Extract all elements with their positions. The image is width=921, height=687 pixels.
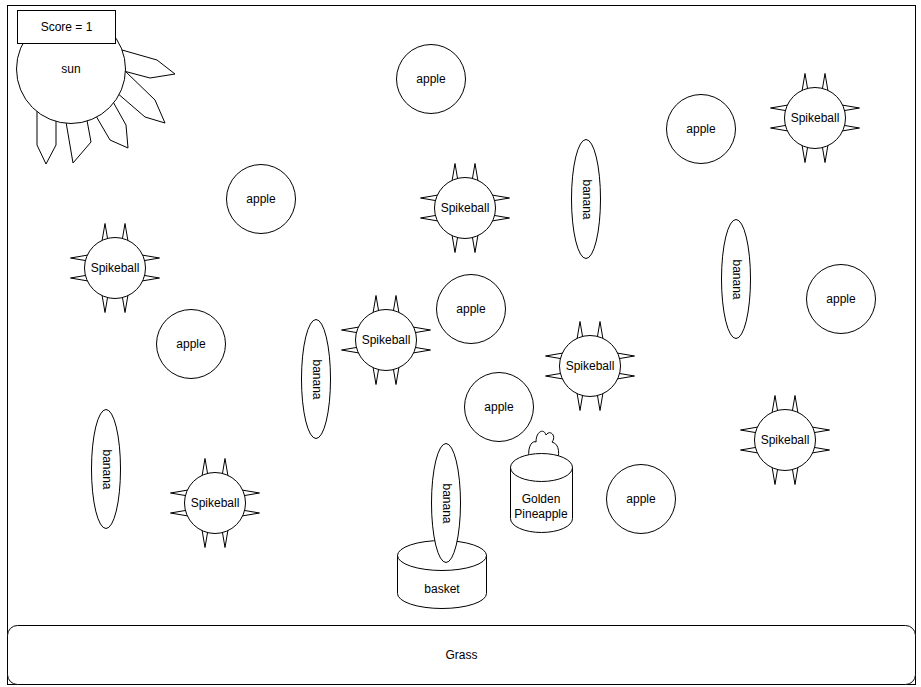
banana: banana: [301, 319, 331, 439]
scene-frame: [8, 6, 916, 685]
text-holder: banana: [91, 409, 121, 529]
banana-label: banana: [579, 179, 594, 219]
circle-border: [607, 465, 676, 534]
circle-border: [807, 265, 876, 334]
text-holder: apple: [806, 264, 876, 334]
circle-border: [227, 165, 296, 234]
text-holder: Golden Pineapple: [510, 453, 573, 533]
ellipse-border: [92, 410, 121, 529]
apple: apple: [606, 464, 676, 534]
spikeball-label: Spikeball: [191, 496, 240, 511]
apple: apple: [666, 94, 736, 164]
apple: apple: [226, 164, 296, 234]
text-holder: banana: [431, 443, 461, 563]
spikeball: Spikeball: [754, 409, 816, 471]
apple-label: apple: [416, 72, 445, 87]
apple: apple: [156, 309, 226, 379]
banana: banana: [431, 443, 461, 563]
ellipse-border: [722, 220, 751, 339]
spikeball-label: Spikeball: [441, 201, 490, 216]
grass: Grass: [7, 625, 916, 685]
circle-border: [437, 275, 506, 344]
apple-label: apple: [826, 292, 855, 307]
spikeball-label: Spikeball: [91, 261, 140, 276]
banana: banana: [721, 219, 751, 339]
banana-label: banana: [729, 259, 744, 299]
text-holder: apple: [396, 44, 466, 114]
golden-pineapple-label: Golden Pineapple: [514, 492, 567, 522]
circle-border: [667, 95, 736, 164]
circle-border: [435, 178, 496, 239]
circle-border: [465, 373, 534, 442]
banana: banana: [91, 409, 121, 529]
text-holder: Spikeball: [434, 177, 496, 239]
banana-label: banana: [99, 449, 114, 489]
spikeball: Spikeball: [559, 335, 621, 397]
text-holder: Spikeball: [754, 409, 816, 471]
circle-border: [755, 410, 816, 471]
text-holder: Spikeball: [559, 335, 621, 397]
banana: banana: [571, 139, 601, 259]
text-holder: Spikeball: [784, 87, 846, 149]
text-holder: banana: [571, 139, 601, 259]
circle-border: [17, 15, 126, 124]
apple-label: apple: [484, 400, 513, 415]
spikeball: Spikeball: [355, 309, 417, 371]
text-holder: apple: [666, 94, 736, 164]
apple: apple: [396, 44, 466, 114]
score-box: Score = 1: [17, 10, 116, 44]
circle-border: [560, 336, 621, 397]
apple-label: apple: [246, 192, 275, 207]
cylinder-top: [398, 541, 487, 571]
sun-label: sun: [61, 62, 80, 77]
text-holder: banana: [721, 219, 751, 339]
golden-pineapple: Golden Pineapple: [510, 453, 573, 533]
circle-border: [397, 45, 466, 114]
spikeball-label: Spikeball: [761, 433, 810, 448]
text-holder: Spikeball: [84, 237, 146, 299]
apple: apple: [806, 264, 876, 334]
spikeball-label: Spikeball: [566, 359, 615, 374]
text-holder: Spikeball: [184, 472, 246, 534]
text-holder: Score = 1: [17, 10, 116, 44]
ellipse-border: [572, 140, 601, 259]
spikeball: Spikeball: [84, 237, 146, 299]
circle-border: [785, 88, 846, 149]
spikeball: Spikeball: [184, 472, 246, 534]
text-holder: apple: [606, 464, 676, 534]
apple-label: apple: [176, 337, 205, 352]
text-holder: Spikeball: [355, 309, 417, 371]
cylinder-top: [510, 454, 572, 482]
text-holder: banana: [301, 319, 331, 439]
apple-label: apple: [626, 492, 655, 507]
ellipse-border: [432, 444, 461, 563]
text-holder: apple: [464, 372, 534, 442]
banana-label: banana: [309, 359, 324, 399]
text-holder: apple: [226, 164, 296, 234]
text-holder: Grass: [7, 625, 916, 685]
box-border: [8, 626, 916, 685]
circle-border: [356, 310, 417, 371]
apple: apple: [464, 372, 534, 442]
banana-label: banana: [439, 483, 454, 523]
grass-label: Grass: [445, 648, 477, 663]
ellipse-border: [302, 320, 331, 439]
text-holder: apple: [436, 274, 506, 344]
apple-label: apple: [456, 302, 485, 317]
circle-border: [85, 238, 146, 299]
text-holder: apple: [156, 309, 226, 379]
apple-label: apple: [686, 122, 715, 137]
score-box-label: Score = 1: [41, 20, 93, 35]
box-border: [18, 11, 116, 44]
spikeball: Spikeball: [434, 177, 496, 239]
apple: apple: [436, 274, 506, 344]
spikeball-label: Spikeball: [362, 333, 411, 348]
spikeball: Spikeball: [784, 87, 846, 149]
circle-border: [157, 310, 226, 379]
circle-border: [185, 473, 246, 534]
spikeball-label: Spikeball: [791, 111, 840, 126]
basket-label: basket: [424, 582, 459, 597]
